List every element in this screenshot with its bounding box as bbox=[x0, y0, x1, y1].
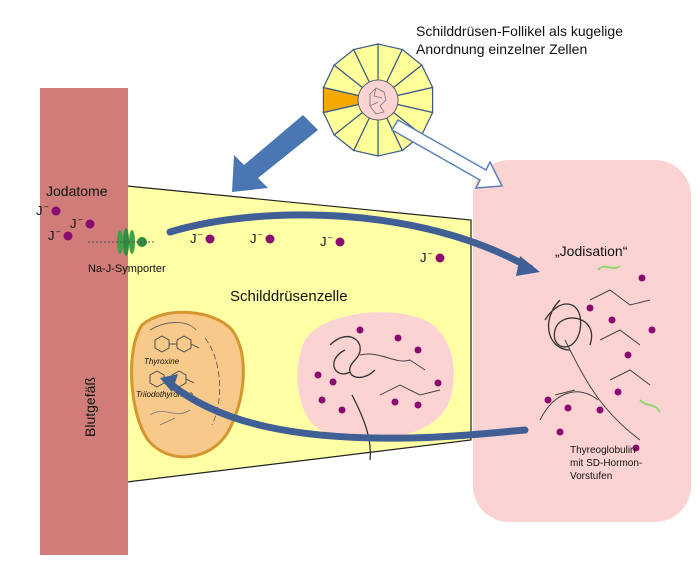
title-line-1: Schilddrüsen-Follikel als kugelige bbox=[416, 23, 623, 39]
iodide-charge-label: – bbox=[56, 227, 61, 236]
bound-iodine-dot bbox=[318, 396, 326, 404]
bound-iodine-dot bbox=[356, 326, 364, 334]
bound-iodine-dot bbox=[632, 444, 640, 452]
bound-iodine-dot bbox=[564, 404, 572, 412]
bound-iodine-dot bbox=[414, 346, 422, 354]
triiodothyronine-label: Triiodothyronine bbox=[136, 390, 193, 399]
hormone-return-arrow bbox=[164, 378, 529, 442]
iodide-ion-dot bbox=[335, 237, 345, 247]
iodide-ion-label: J bbox=[250, 231, 257, 246]
bound-iodine-dot bbox=[648, 326, 656, 334]
arrow-to-lumen bbox=[390, 118, 504, 189]
thyroglobulin-label-3: Vorstufen bbox=[570, 471, 612, 482]
bound-iodine-dot bbox=[596, 406, 604, 414]
thyroxine-label: Thyroxine bbox=[144, 357, 180, 366]
symporter-icon bbox=[88, 228, 154, 256]
thyroxine-structure-icon bbox=[154, 335, 200, 353]
iodide-charge-label: – bbox=[258, 230, 263, 239]
symporter-label: Na-J-Symporter bbox=[88, 263, 166, 275]
hormone-vesicle bbox=[130, 310, 245, 459]
bound-iodine-dot bbox=[391, 398, 399, 406]
cell-label: Schilddrüsenzelle bbox=[230, 288, 348, 305]
title-line-2: Anordnung einzelner Zellen bbox=[416, 41, 587, 57]
iodide-ion-dot bbox=[85, 219, 95, 229]
bound-iodine-dot bbox=[624, 351, 632, 359]
iodide-ion-label: J bbox=[70, 216, 77, 231]
iodide-charge-label: – bbox=[428, 249, 433, 258]
follicle-icon bbox=[322, 43, 434, 157]
iodide-charge-label: – bbox=[198, 230, 203, 239]
iodide-charge-label: – bbox=[328, 233, 333, 242]
iodide-ion-dot bbox=[51, 206, 61, 216]
bound-iodine-dot bbox=[608, 316, 616, 324]
blood-vessel-label: Blutgefäß bbox=[82, 377, 98, 437]
bound-iodine-dot bbox=[544, 396, 552, 404]
iodide-ion-label: J bbox=[320, 234, 327, 249]
thyroglobulin-molecule-icon bbox=[539, 265, 661, 441]
bound-iodine-dot bbox=[614, 388, 622, 396]
iodide-ion-dot bbox=[205, 234, 215, 244]
bound-iodine-dot bbox=[414, 401, 422, 409]
iodide-ion-dot bbox=[265, 234, 275, 244]
thyroglobulin-label-2: mit SD-Hormon- bbox=[570, 458, 642, 469]
blood-vessel bbox=[40, 88, 128, 555]
bound-iodine-dot bbox=[314, 371, 322, 379]
bound-iodine-dot bbox=[556, 428, 564, 436]
iodide-ion-label: J bbox=[420, 250, 427, 265]
arrow-to-cell bbox=[232, 115, 318, 192]
iodide-charge-label: – bbox=[78, 215, 83, 224]
bound-iodine-dot bbox=[329, 378, 337, 386]
iodide-charge-label: – bbox=[44, 202, 49, 211]
bound-iodine-dot bbox=[338, 406, 346, 414]
cell-thyroglobulin bbox=[297, 312, 454, 461]
thyroglobulin-label-1: Thyreoglobulin bbox=[570, 445, 636, 456]
iodide-ion-dot bbox=[435, 253, 445, 263]
iodine-atoms-label: Jodatome bbox=[46, 183, 108, 199]
iodide-ion-label: J bbox=[190, 231, 197, 246]
iodide-transport-arrow bbox=[166, 211, 534, 272]
iodide-ion-label: J bbox=[36, 203, 43, 218]
iodide-ion-dot bbox=[63, 231, 73, 241]
iodination-label: „Jodisation“ bbox=[555, 243, 628, 259]
bound-iodine-dot bbox=[434, 379, 442, 387]
iodide-ion-label: J bbox=[48, 228, 55, 243]
bound-iodine-dot bbox=[586, 304, 594, 312]
bound-iodine-dot bbox=[638, 274, 646, 282]
bound-iodine-dot bbox=[394, 334, 402, 342]
